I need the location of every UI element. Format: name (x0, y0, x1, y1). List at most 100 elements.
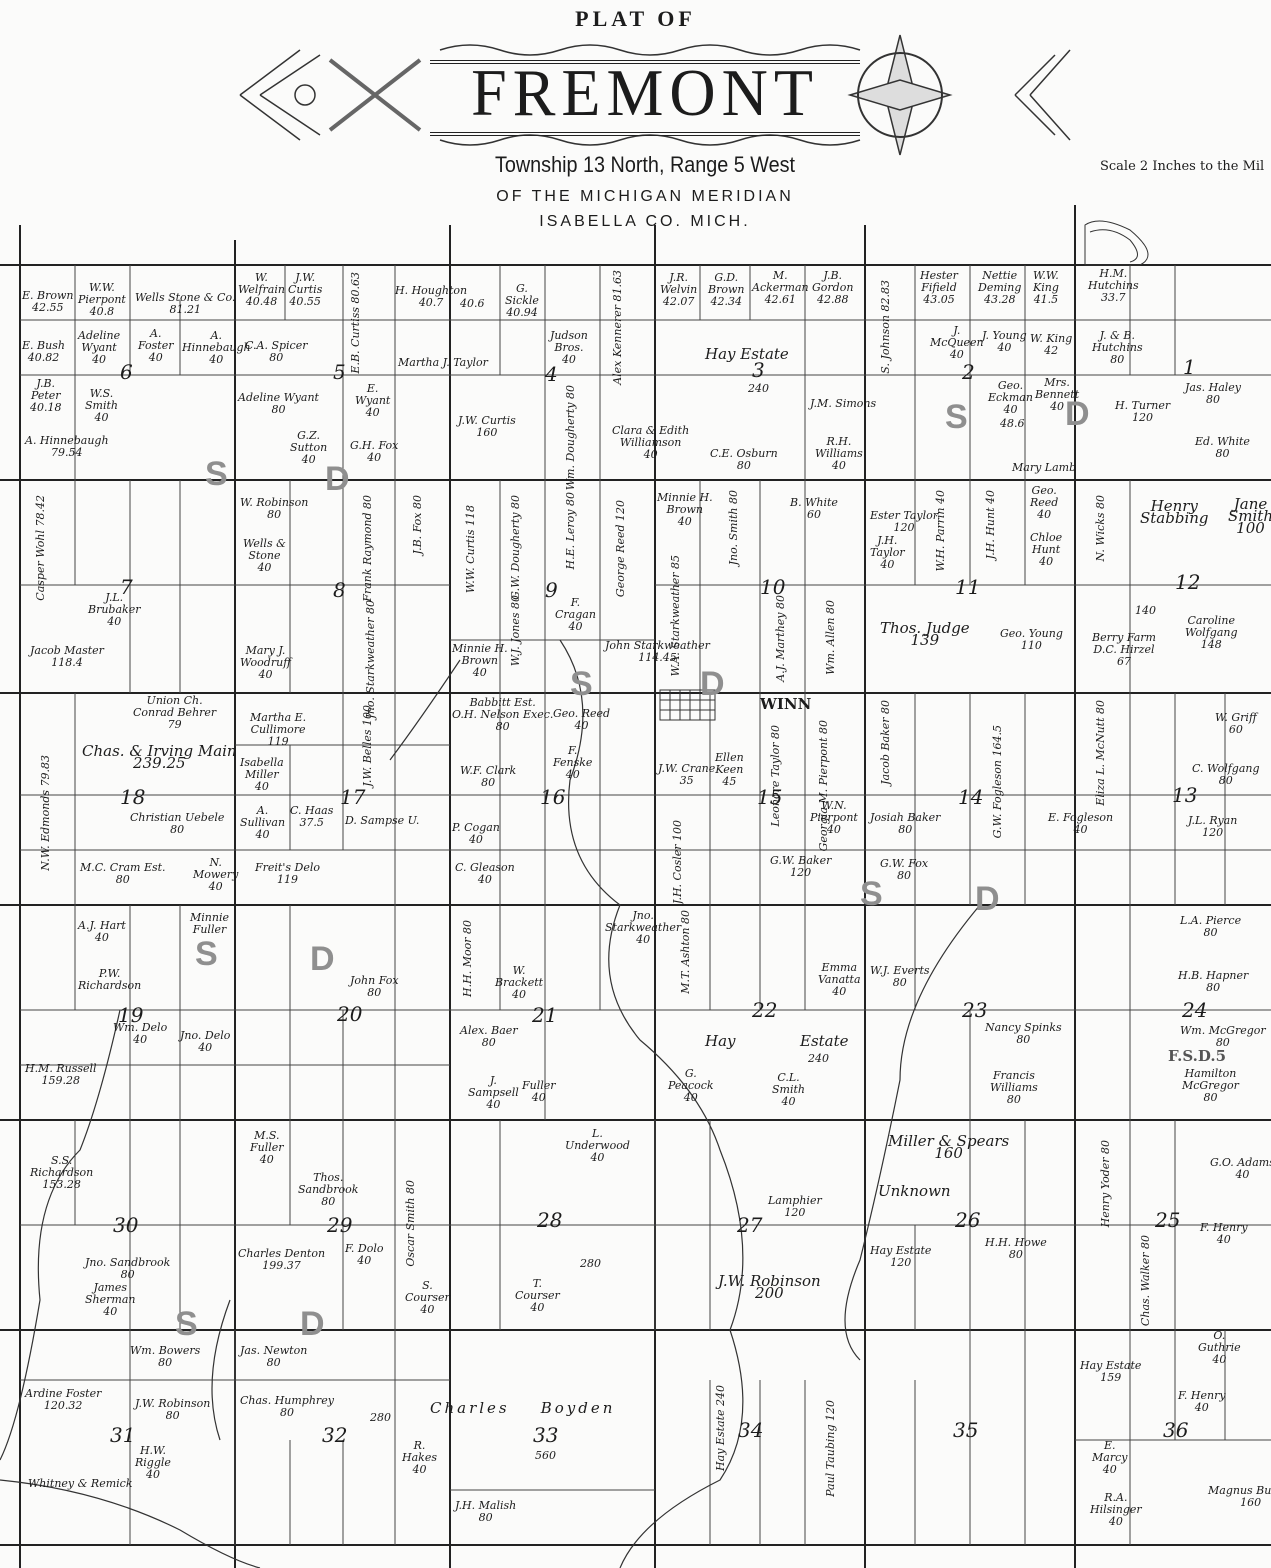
owner-label: J.W. Curtis 160 (458, 414, 516, 439)
section-number: 18 (120, 785, 146, 809)
owner-label: 48.6 (1000, 417, 1025, 430)
section-number: 3 (752, 358, 765, 382)
owner-label: A. Hinnebaugh 40 (182, 329, 251, 366)
owner-label: G.W. Fox 80 (880, 857, 929, 882)
school-district-letter: S (195, 935, 218, 973)
section-number: 20 (337, 1002, 363, 1026)
owner-label: Charles Denton 199.37 (238, 1247, 326, 1272)
owner-label: G.W. Baker 120 (770, 854, 832, 879)
owner-label: Caroline Wolfgang 148 (1185, 614, 1238, 651)
owner-label: C.E. Osburn 80 (710, 447, 778, 472)
school-district-letter: D (1065, 395, 1090, 433)
owner-label: N. Wicks 80 (1094, 495, 1107, 562)
owner-label: John Fox 80 (350, 974, 399, 999)
section-number: 19 (118, 1003, 144, 1027)
section-number: 22 (752, 998, 778, 1022)
school-district-letter: D (975, 880, 1000, 918)
owner-label: Emma Vanatta 40 (818, 961, 861, 998)
owner-label: C.L. Smith 40 (772, 1071, 805, 1108)
owner-label: Jacob Baker 80 (879, 700, 892, 785)
owner-label: Frank Raymond 80 (361, 495, 374, 602)
owner-label: Adeline Wyant 40 (78, 329, 121, 366)
owner-label: Magnus Butzer 160 (1208, 1484, 1271, 1509)
owner-label: G.W. Fogleson 164.5 (991, 725, 1004, 839)
owner-label: W.A. Starkweather 85 (669, 555, 682, 677)
owner-label: W.W. Pierpont 40.8 (78, 281, 126, 318)
school-district-letter: D (325, 460, 350, 498)
owner-label: P. Cogan 40 (452, 821, 500, 846)
section-number: 25 (1155, 1208, 1181, 1232)
section-number: 34 (738, 1418, 764, 1442)
owner-label: J.H. Malish 80 (455, 1499, 517, 1524)
section-number: 1 (1183, 355, 1196, 379)
owner-label: Jno. Starkweather 40 (605, 909, 682, 946)
owner-label: 140 (1135, 604, 1156, 617)
owner-label: Jas. Newton 80 (240, 1344, 308, 1369)
owner-label: J.H. Cosler 100 (671, 820, 684, 905)
town-label-winn: WINN (760, 695, 812, 713)
school-district-letter: D (700, 665, 725, 703)
owner-label: Jane Smith 100 (1228, 495, 1271, 537)
section-number: 35 (953, 1418, 979, 1442)
owner-label: A.J. Marthey 80 (774, 595, 787, 682)
owner-label: S.S. Richardson 153.28 (30, 1154, 94, 1191)
owner-label: W. Welfrain 40.48 (238, 271, 285, 308)
owner-label: Mrs. Bennett 40 (1035, 376, 1080, 413)
owner-label: Wm. Delo 40 (113, 1021, 168, 1046)
owner-label: P.W. Richardson (78, 967, 142, 992)
owner-label: Judson Bros. 40 (550, 329, 588, 366)
map-scale: Scale 2 Inches to the Mil (1100, 159, 1265, 174)
owner-label: H.M. Russell 159.28 (25, 1062, 97, 1087)
owner-label: Adeline Wyant 80 (238, 391, 319, 416)
township-title: FREMONT (471, 55, 819, 130)
owner-label: G.H. Fox 40 (350, 439, 399, 464)
owner-label: Paul Taubing 120 (824, 1400, 837, 1497)
owner-label: Union Ch. Conrad Behrer 79 (133, 694, 217, 731)
owner-label: E. Brown 42.55 (22, 289, 74, 314)
owner-label: Berry Farm D.C. Hirzel 67 (1092, 631, 1156, 668)
owner-label: J. & B. Hutchins 80 (1092, 329, 1143, 366)
school-district-letter: S (570, 665, 593, 703)
owner-label: Wm. Allen 80 (824, 600, 837, 675)
owner-label: G.D. Brown 42.34 (708, 271, 745, 308)
section-number: 29 (327, 1213, 353, 1237)
owner-label: Henry Yoder 80 (1099, 1140, 1112, 1228)
owner-label: James Sherman 40 (85, 1281, 136, 1318)
owner-label: Chas. Humphrey 80 (240, 1394, 334, 1419)
section-number: 6 (120, 360, 133, 384)
owner-label: 40.6 (460, 297, 485, 310)
owner-label: J.R. Welvin 42.07 (660, 271, 698, 308)
owner-label: Estate (800, 1032, 849, 1050)
owner-label: J.B. Peter 40.18 (30, 377, 62, 414)
owner-label: A. Foster 40 (138, 327, 174, 364)
owner-label: Whitney & Remick (28, 1477, 133, 1490)
owner-label: Ellen Keen 45 (715, 751, 744, 788)
owner-label: Hay (705, 1032, 736, 1050)
owner-label: Mary J. Woodruff 40 (240, 644, 291, 681)
owner-label: Clara & Edith Williamson 40 (612, 424, 690, 461)
school-district-label: F.S.D.5 (1168, 1047, 1227, 1065)
owner-label: Lamphier 120 (768, 1194, 822, 1219)
owner-label: R.A. Hilsinger 40 (1090, 1491, 1142, 1528)
owner-label: Geo. Reed 40 (553, 707, 611, 732)
owner-label: Hay Estate 240 (714, 1385, 727, 1471)
owner-label: Hay Estate 159 (1080, 1359, 1142, 1384)
owner-label: A.J. Hart 40 (78, 919, 126, 944)
section-number: 7 (120, 575, 133, 599)
owner-label: Jno. Smith 80 (727, 490, 740, 566)
plat-of-heading: PLAT OF (575, 6, 696, 31)
owner-label: H.H. Moor 80 (461, 920, 474, 997)
owner-label: H.H. Howe 80 (985, 1236, 1047, 1261)
owner-label: Leonore Taylor 80 (769, 725, 782, 827)
lake-icon (1084, 220, 1149, 266)
section-number: 28 (537, 1208, 563, 1232)
owner-label: D. Sampse U. (345, 814, 420, 827)
owner-label: Alex Kennerer 81.63 (611, 270, 624, 385)
owner-label: J.W. Belles 100 (361, 705, 374, 787)
school-district-letter: S (205, 455, 228, 493)
owner-label: Ester Taylor 120 (870, 509, 939, 534)
owner-label: W. King 42 (1030, 332, 1073, 357)
section-number: 21 (532, 1003, 558, 1027)
owner-label: G.Z. Sutton 40 (290, 429, 328, 466)
owner-label: 560 (535, 1449, 556, 1462)
